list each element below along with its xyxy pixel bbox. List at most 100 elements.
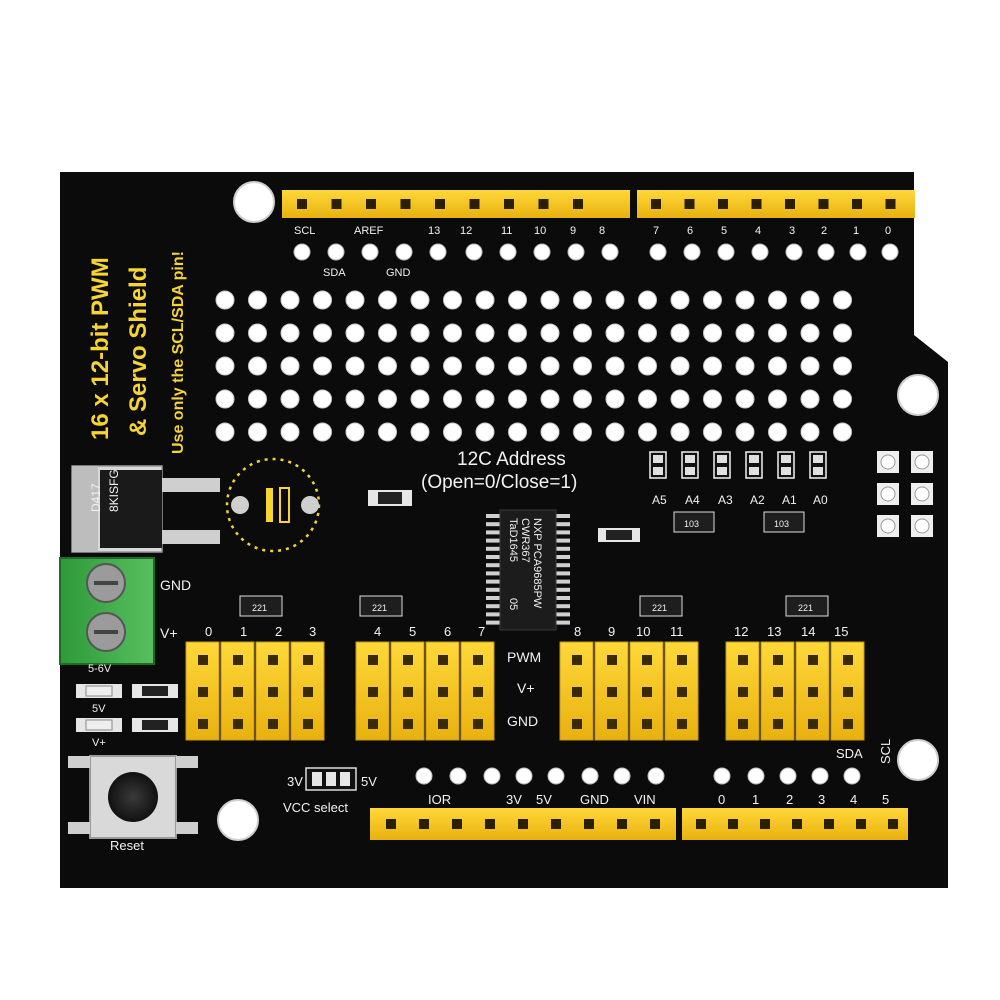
channel-label-4: 4 [374,624,381,639]
address-pad-half [813,455,823,463]
pwm-driver-chip: NXP PCA9685PW CWR367 TaD1645 05 [486,509,570,631]
servo-pin [303,655,313,665]
address-pad-half [717,455,727,463]
header-socket [818,199,829,209]
icsp-hole [880,518,896,534]
label-a2: 2 [786,792,793,807]
proto-hole [215,356,235,376]
via [747,767,765,785]
vcc-select-jumper[interactable] [305,767,357,791]
cap-marking-2: 103 [774,519,789,529]
proto-hole [833,422,852,442]
proto-hole [378,290,397,310]
servo-pin [473,687,483,697]
proto-hole [475,389,495,409]
header-socket [650,819,660,829]
bottom-header-power[interactable] [370,808,676,840]
addr-label-a2: A2 [750,493,765,507]
servo-pin [368,719,378,729]
power-terminal-block[interactable] [59,557,155,665]
address-pad-half [749,455,759,463]
proto-hole [573,422,592,442]
proto-hole [573,389,592,409]
proto-hole [443,323,462,343]
label-d7: 7 [653,225,659,237]
top-header-left[interactable] [282,190,630,218]
servo-pin [233,719,243,729]
proto-hole [540,290,560,310]
icsp-hole [880,454,896,470]
proto-hole [768,356,787,376]
terminal-gnd-label: GND [160,577,191,593]
via [649,243,667,261]
proto-hole [345,356,365,376]
channel-label-13: 13 [767,624,781,639]
via [881,243,899,261]
servo-pin [438,719,448,729]
via [465,243,483,261]
channel-label-11: 11 [670,624,684,639]
proto-hole [670,323,690,343]
proto-hole [248,422,267,442]
label-aref: AREF [354,225,384,237]
servo-pin [808,655,818,665]
via [293,243,311,261]
header-socket [504,199,514,209]
proto-hole [605,323,625,343]
top-header-right[interactable] [637,190,915,218]
voltage-regulator: D417 8KISFG [71,465,220,553]
bottom-header-analog[interactable] [682,808,908,840]
vcc-3v-label: 3V [287,774,303,789]
header-socket [718,199,728,209]
label-a5: 5 [882,792,889,807]
proto-hole [703,422,722,442]
servo-pin [642,655,652,665]
via [515,767,533,785]
ic-marking-2: CWR367 [519,518,531,563]
ic-leg [486,546,502,551]
servo-pin [572,719,582,729]
servo-pin [438,687,448,697]
channel-label-9: 9 [608,624,615,639]
header-socket [696,819,706,829]
proto-hole [215,422,235,442]
channel-label-15: 15 [834,624,848,639]
proto-hole [378,422,397,442]
terminal-vplus-label: V+ [160,625,178,641]
proto-hole [475,290,495,310]
proto-hole [443,290,462,310]
servo-pin [738,687,748,697]
proto-hole [313,389,332,409]
address-pad-half [653,455,663,463]
label-10: 10 [534,225,546,237]
ic-leg [486,514,502,518]
label-d1: 1 [853,225,859,237]
address-pad-half [685,467,695,475]
proto-hole [833,290,852,310]
servo-headers[interactable] [185,641,865,741]
servo-pin [607,655,617,665]
icsp-header [877,451,933,537]
channel-label-0: 0 [205,624,212,639]
header-socket [684,199,695,209]
channel-label-6: 6 [444,624,451,639]
label-13: 13 [428,225,440,237]
address-jumper-pads[interactable] [649,451,827,479]
servo-pin [738,655,748,665]
servo-pin [438,655,448,665]
channel-label-14: 14 [801,624,815,639]
proto-hole [703,389,722,409]
proto-hole [345,323,365,343]
header-socket [297,199,307,209]
proto-hole [540,422,560,442]
ic-leg [554,571,570,576]
label-sda: SDA [323,267,346,279]
via [717,243,735,261]
servo-pin [268,655,278,665]
reset-button[interactable] [68,755,198,839]
vcc-5v-label: 5V [361,774,377,789]
resnet-label-2: 221 [372,603,387,613]
proto-hole [378,389,397,409]
proto-hole [800,323,820,343]
